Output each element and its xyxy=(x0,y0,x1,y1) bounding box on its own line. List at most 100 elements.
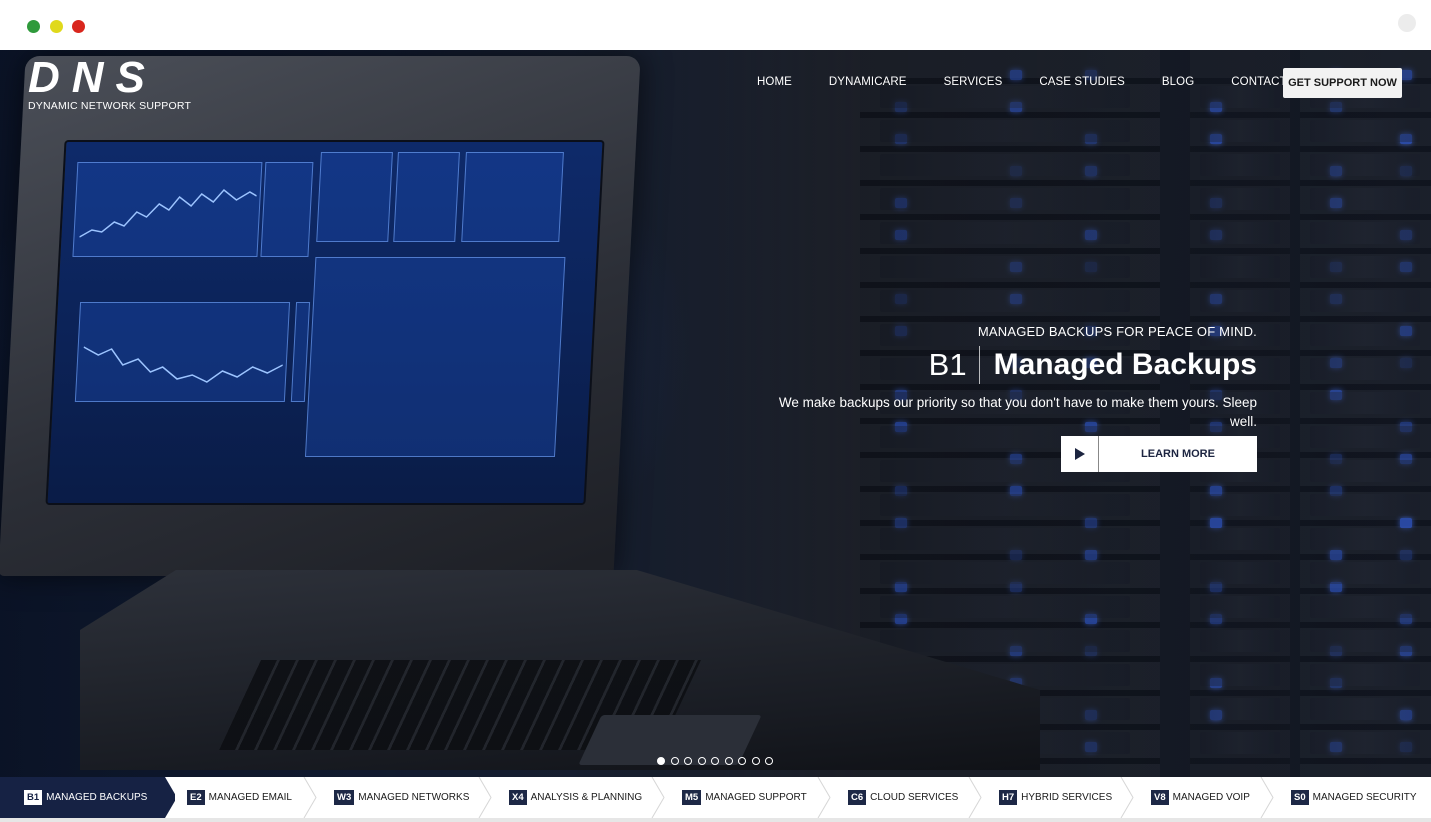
tab-code-badge: B1 xyxy=(24,790,43,805)
page-bottom-border xyxy=(0,818,1431,822)
rack-slot xyxy=(880,222,1130,244)
rack-light xyxy=(1210,390,1222,400)
rack-slot xyxy=(1200,188,1280,210)
rack-slot xyxy=(1310,664,1420,686)
rack-light xyxy=(1210,134,1222,144)
nav-dynamicare[interactable]: DYNAMICARE xyxy=(828,76,907,88)
tab-label: CLOUD SERVICES xyxy=(870,792,959,803)
logo-subtitle: DYNAMIC NETWORK SUPPORT xyxy=(28,100,192,112)
rack-slot xyxy=(880,120,1130,142)
rack-slot xyxy=(1310,324,1420,346)
slide-dot-3[interactable] xyxy=(684,757,692,765)
slide-dot-7[interactable] xyxy=(738,757,746,765)
tab-separator-icon xyxy=(651,777,665,818)
rack-slot xyxy=(1310,630,1420,652)
rack-light xyxy=(1330,582,1342,592)
window-minimize-button[interactable] xyxy=(50,20,63,33)
rack-light xyxy=(1400,166,1412,176)
rack-light xyxy=(1210,486,1222,496)
window-maximize-button[interactable] xyxy=(27,20,40,33)
rack-light xyxy=(1400,358,1412,368)
nav-case-studies[interactable]: CASE STUDIES xyxy=(1039,76,1125,88)
rack-slot xyxy=(1200,120,1280,142)
slide-dot-6[interactable] xyxy=(724,757,733,765)
rack-slot xyxy=(1200,154,1280,176)
slide-dot-9[interactable] xyxy=(765,757,773,765)
rack-light xyxy=(1400,262,1412,272)
slide-dot-5[interactable] xyxy=(711,757,719,765)
rack-slot xyxy=(1200,596,1280,618)
tab-label: MANAGED EMAIL xyxy=(208,792,292,803)
rack-light xyxy=(1085,742,1097,752)
tab-label: MANAGED VOIP xyxy=(1172,792,1250,803)
hero-title-divider xyxy=(978,346,980,384)
rack-slot xyxy=(1310,426,1420,448)
rack-light xyxy=(1210,294,1222,304)
site-logo[interactable]: DNS DYNAMIC NETWORK SUPPORT xyxy=(28,53,192,113)
rack-light xyxy=(1400,454,1412,464)
laptop-screen-image xyxy=(45,140,605,505)
rack-light xyxy=(1210,326,1222,336)
tab-separator-icon xyxy=(817,777,831,818)
rack-light xyxy=(1330,454,1342,464)
rack-slot xyxy=(1200,290,1280,312)
logo-letters: DNS xyxy=(28,53,157,102)
rack-light xyxy=(1330,102,1342,112)
hero-title: Managed Backups xyxy=(993,348,1257,381)
rack-light xyxy=(1330,646,1342,656)
nav-home[interactable]: HOME xyxy=(757,76,792,88)
rack-light xyxy=(1400,518,1412,528)
nav-services[interactable]: SERVICES xyxy=(943,76,1003,88)
rack-light xyxy=(1085,326,1097,336)
tab-label: ANALYSIS & PLANNING xyxy=(530,792,643,803)
rack-slot xyxy=(1200,392,1280,414)
rack-light xyxy=(1010,198,1022,208)
window-menu-icon[interactable] xyxy=(1398,14,1416,32)
tab-code-badge: E2 xyxy=(187,790,205,805)
rack-light xyxy=(1085,134,1097,144)
rack-slot xyxy=(880,188,1130,210)
rack-light xyxy=(1210,422,1222,432)
slide-dot-2[interactable] xyxy=(670,757,679,765)
rack-light xyxy=(1010,582,1022,592)
rack-light xyxy=(895,582,907,592)
get-support-now-button[interactable]: GET SUPPORT NOW xyxy=(1283,68,1402,98)
rack-light xyxy=(1085,358,1097,368)
rack-light xyxy=(895,230,907,240)
rack-slot xyxy=(1200,562,1280,584)
learn-more-button[interactable]: LEARN MORE xyxy=(1061,436,1257,472)
tab-code-badge: W3 xyxy=(334,790,355,805)
rack-light xyxy=(895,102,907,112)
rack-slot xyxy=(1200,494,1280,516)
rack-light xyxy=(1010,166,1022,176)
rack-light xyxy=(1210,710,1222,720)
rack-light xyxy=(1400,742,1412,752)
slide-dot-8[interactable] xyxy=(751,757,760,765)
rack-light xyxy=(1085,230,1097,240)
nav-blog[interactable]: BLOG xyxy=(1161,76,1195,88)
tab-label: MANAGED SECURITY xyxy=(1312,792,1417,803)
rack-slot xyxy=(1310,392,1420,414)
rack-light xyxy=(895,198,907,208)
window-close-button[interactable] xyxy=(72,20,85,33)
slide-dot-4[interactable] xyxy=(697,757,706,765)
rack-slot xyxy=(880,86,1130,108)
hero-tagline: MANAGED BACKUPS FOR PEACE OF MIND. xyxy=(977,324,1257,339)
rack-slot xyxy=(880,562,1130,584)
rack-light xyxy=(1010,102,1022,112)
slide-dot-1[interactable] xyxy=(657,757,665,765)
rack-slot xyxy=(880,324,1130,346)
server-rack-image xyxy=(1190,50,1290,777)
rack-light xyxy=(895,134,907,144)
rack-light xyxy=(1330,198,1342,208)
